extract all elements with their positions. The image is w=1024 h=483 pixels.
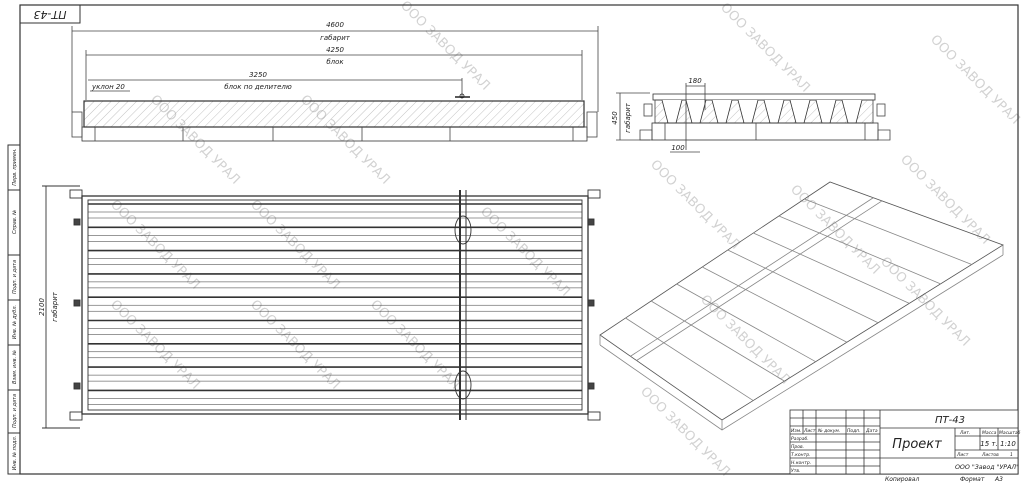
tb-row-label: Пров. <box>791 444 804 450</box>
watermark-text: ООО ЗАВОД УРАЛ <box>477 204 572 299</box>
strip-label: Подп. и дата <box>12 394 18 428</box>
tb-format: А3 <box>994 476 1003 483</box>
strip-label: Инв. № дубл. <box>12 305 18 339</box>
watermark-text: ООО ЗАВОД УРАЛ <box>717 0 812 95</box>
dim-section-height: 450 <box>611 111 619 125</box>
iso-divider <box>630 197 874 357</box>
elevation-view <box>71 26 599 142</box>
dim-plan-width: 2100 <box>38 298 46 316</box>
watermark-text: ООО ЗАВОД УРАЛ <box>647 157 742 252</box>
iso-rib <box>650 300 785 382</box>
iso-rib <box>727 249 879 324</box>
tb-header: Изм. <box>791 428 802 434</box>
slope-note: уклон 20 <box>91 83 125 91</box>
dim-overall-length: 4600 <box>326 21 344 29</box>
iso-rib <box>625 317 754 401</box>
strip-label: Взам. инв. № <box>12 350 18 384</box>
tb-row-label: Утв. <box>791 468 800 474</box>
svg-text:ПТ-43: ПТ-43 <box>34 8 67 21</box>
strip-label: Перв. примен. <box>12 148 18 186</box>
dim-section-bottom: 100 <box>671 144 685 152</box>
watermark-text: ООО ЗАВОД УРАЛ <box>247 197 342 292</box>
tb-sheets-label: Листов <box>981 452 999 458</box>
tb-sheet-label: Лист <box>956 452 969 458</box>
dim-note: габарит <box>51 291 59 322</box>
plan-view <box>42 185 601 429</box>
dim-note: блок по делителю <box>224 83 292 91</box>
iso-rib <box>676 283 816 363</box>
dim-block-length: 4250 <box>326 46 344 54</box>
strip-label: Справ. № <box>12 210 18 234</box>
watermark-text: ООО ЗАВОД УРАЛ <box>787 182 882 277</box>
strip-label: Подп. и дата <box>12 260 18 294</box>
tb-name: Проект <box>892 437 942 452</box>
tb-designation: ПТ-43 <box>935 415 965 426</box>
tb-scale-label: Масштаб <box>999 430 1021 436</box>
watermark-text: ООО ЗАВОД УРАЛ <box>637 384 732 479</box>
watermark-text: ООО ЗАВОД УРАЛ <box>897 152 992 247</box>
dim-note: блок <box>326 58 344 66</box>
tb-scale: 1:10 <box>1000 440 1016 448</box>
watermark-text: ООО ЗАВОД УРАЛ <box>107 297 202 392</box>
tb-header: Дата <box>865 428 878 434</box>
dim-section-top: 180 <box>688 77 702 85</box>
watermark-text: ООО ЗАВОД УРАЛ <box>247 297 342 392</box>
tb-row-label: Т.контр. <box>791 452 811 458</box>
watermark-text: ООО ЗАВОД УРАЛ <box>367 297 462 392</box>
dim-divider-length: 3250 <box>249 71 267 79</box>
section-view <box>616 83 891 153</box>
tb-header: № докум. <box>817 428 840 434</box>
iso-rib <box>778 215 941 285</box>
tb-header: Подп. <box>847 428 861 434</box>
strip-label: Инв. № подл. <box>12 436 18 471</box>
watermark-text: ООО ЗАВОД УРАЛ <box>877 254 972 349</box>
iso-divider <box>636 200 883 361</box>
watermark-text: ООО ЗАВОД УРАЛ <box>397 0 492 94</box>
dim-note: габарит <box>320 34 351 42</box>
tb-sheets: 1 <box>1010 452 1013 458</box>
tb-lit-label: Лит. <box>959 430 970 436</box>
stamp-code: ПТ-43 <box>19 4 81 24</box>
watermark-text: ООО ЗАВОД УРАЛ <box>107 197 202 292</box>
tb-format-label: Формат <box>960 476 985 483</box>
watermark-text: ООО ЗАВОД УРАЛ <box>927 32 1022 127</box>
tb-mass-label: Масса <box>982 430 997 436</box>
tb-copied: Копировал <box>885 476 919 483</box>
title-block <box>789 409 1019 475</box>
tb-header: Лист <box>803 428 816 434</box>
dim-note: габарит <box>624 102 632 133</box>
iso-rib <box>753 232 910 304</box>
tb-mass: 15 т. <box>980 440 997 448</box>
tb-company: ООО "Завод "УРАЛ" <box>955 464 1019 471</box>
isometric-view <box>599 181 1004 431</box>
side-strip <box>7 144 21 475</box>
iso-rib <box>702 266 848 343</box>
iso-rib <box>804 198 972 265</box>
tb-row-label: Разраб. <box>791 436 809 442</box>
tb-row-label: Н.контр. <box>791 460 811 466</box>
